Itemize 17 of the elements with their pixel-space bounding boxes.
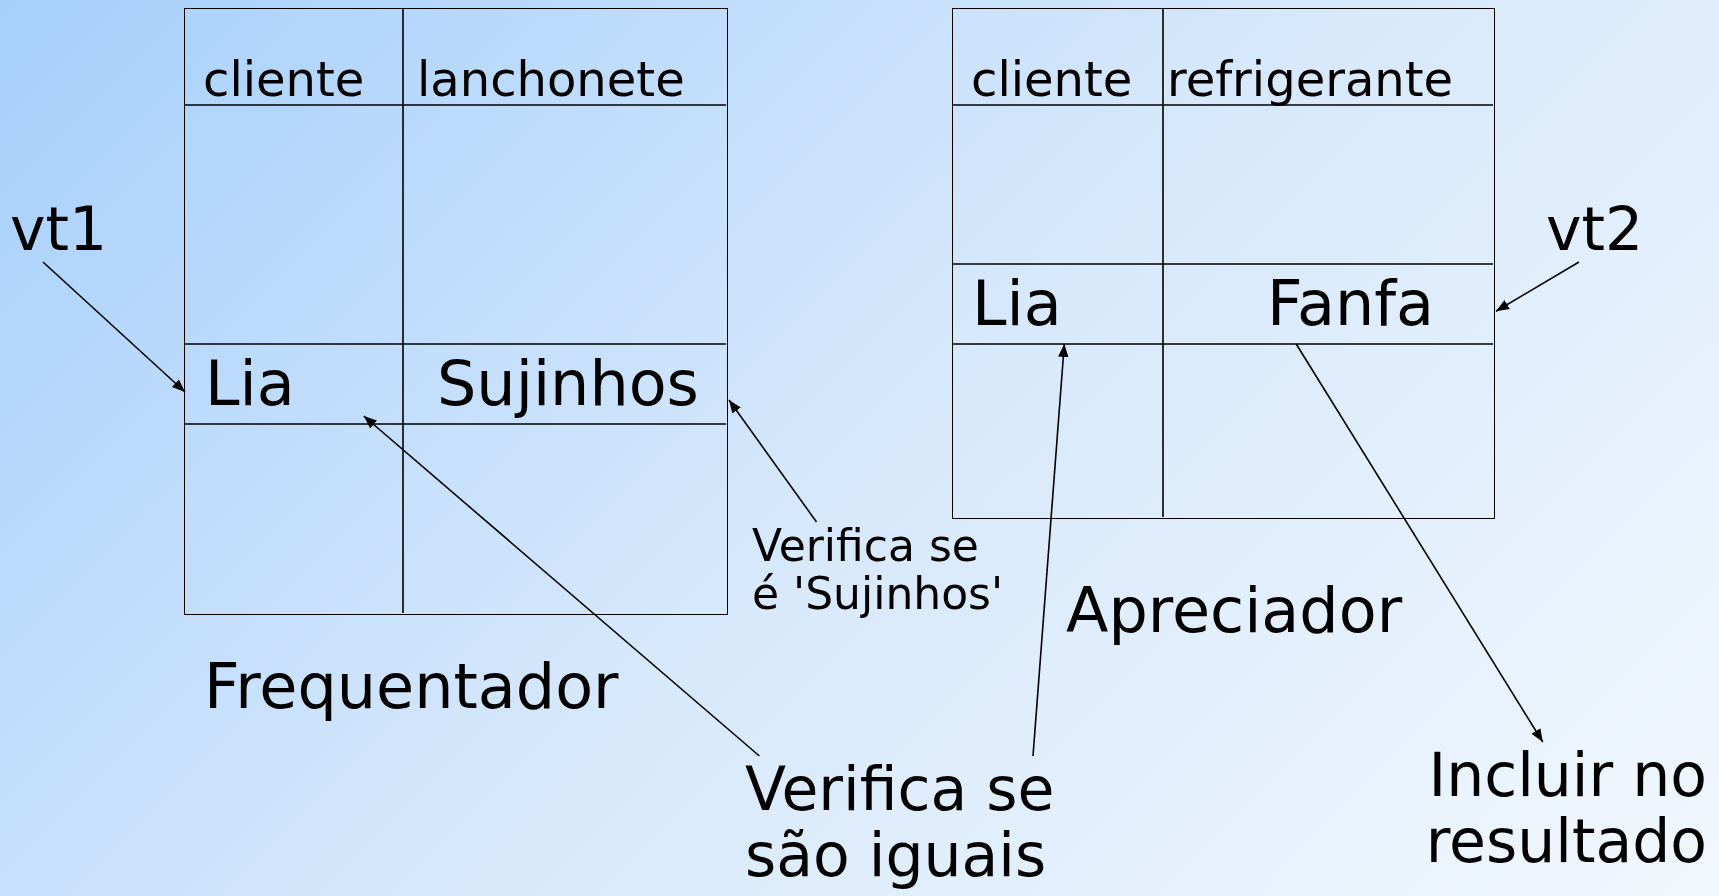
arrow — [362, 415, 761, 757]
table-cell-text: cliente — [203, 55, 365, 103]
table-cell-text: Lia — [972, 273, 1062, 335]
annotation-text: Verifica se são iguais — [745, 756, 1056, 888]
arrow — [728, 399, 818, 523]
annotation-text: vt2 — [1546, 196, 1645, 262]
table-cell-text: cliente — [971, 55, 1133, 103]
annotation-text: vt1 — [10, 196, 109, 262]
arrow — [1495, 261, 1580, 312]
arrow — [42, 261, 186, 393]
annotation-text: Verifica se é 'Sujinhos' — [752, 522, 1005, 619]
table-cell-text: Fanfa — [1267, 273, 1435, 335]
arrow — [1295, 343, 1544, 743]
table-cell-text: lanchonete — [417, 55, 685, 103]
table-cell-text: Lia — [205, 353, 295, 415]
arrow — [1032, 343, 1069, 757]
annotation-text: Incluir no resultado — [1424, 742, 1707, 874]
